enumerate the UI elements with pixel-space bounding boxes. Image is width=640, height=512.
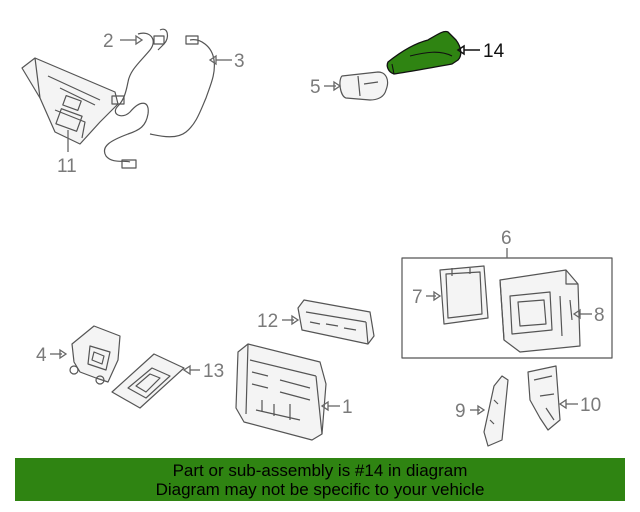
callout-3: 3 [234,51,245,72]
part-10-bracket[interactable] [527,365,561,431]
part-9-bracket[interactable] [483,375,509,447]
part-7-module[interactable] [439,265,489,325]
part-12-switch-panel[interactable] [297,299,375,345]
banner-line-2: Diagram may not be specific to your vehi… [155,480,485,499]
callout-14: 14 [483,41,505,62]
part-5-key-fob[interactable] [339,71,389,101]
callout-4: 4 [36,345,47,366]
callout-13: 13 [203,361,224,382]
callout-1: 1 [342,397,353,418]
part-11-bracket[interactable] [21,57,119,145]
info-banner: Part or sub-assembly is #14 in diagram D… [15,458,625,501]
parts-diagram: 11 2 3 5 14 6 7 [21,28,613,447]
part-14-antenna[interactable] [386,30,462,75]
part-4-sensor[interactable] [69,325,121,385]
part-2-3-wire-harness[interactable] [103,28,215,169]
callout-12: 12 [257,311,278,332]
callout-7: 7 [412,287,423,308]
callout-11: 11 [57,156,77,177]
part-1-control-module[interactable] [235,343,327,441]
callout-10: 10 [580,395,601,416]
callout-8: 8 [594,305,605,326]
callout-2: 2 [103,31,114,52]
part-13-bracket-plate[interactable] [111,353,185,409]
callout-5: 5 [310,77,321,98]
callout-6: 6 [501,228,512,249]
part-8-module[interactable] [499,269,581,353]
banner-line-1: Part or sub-assembly is #14 in diagram [172,461,468,480]
callout-9: 9 [455,401,466,422]
